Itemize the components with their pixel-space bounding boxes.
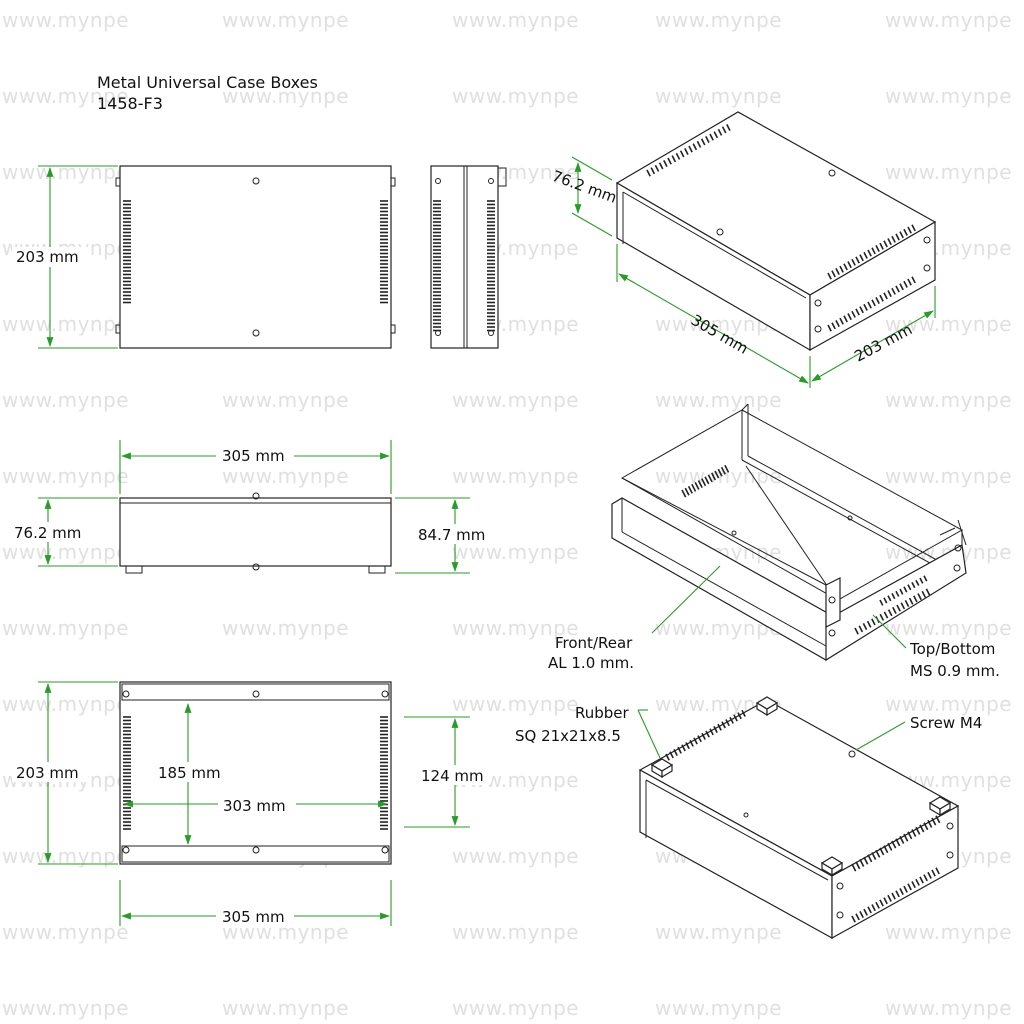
side-length-label: 305 mm <box>222 447 285 465</box>
rubber-callout: Rubber <box>575 704 630 722</box>
watermark-text: www.mynpe <box>885 920 1013 944</box>
watermark-text: www.mynpe <box>885 692 1013 716</box>
vent-slots <box>433 200 441 332</box>
iso-view-bottom: Rubber SQ 21x21x8.5 Screw M4 <box>515 696 982 940</box>
vent-slots <box>851 815 941 872</box>
watermark-text: www.mynpe <box>655 8 783 32</box>
screw-icon <box>252 177 260 185</box>
rubber-foot-icon <box>650 758 674 779</box>
vent-slots <box>123 716 131 830</box>
watermark-text: www.mynpe <box>885 616 1013 640</box>
iso-view-exploded: Front/Rear AL 1.0 mm. Top/Bottom MS 0.9 … <box>548 403 1000 680</box>
screw-icon <box>848 750 856 758</box>
watermark-text: www.mynpe <box>885 84 1013 108</box>
watermark-text: www.mynpe <box>2 920 130 944</box>
vent-slots <box>854 588 931 635</box>
watermark-text: www.mynpe <box>452 388 580 412</box>
front-rear-callout: Front/Rear <box>555 634 633 652</box>
rubber-foot-icon <box>928 796 952 817</box>
vent-slots <box>380 200 388 304</box>
watermark-text: www.mynpe <box>452 84 580 108</box>
watermark-text: www.mynpe <box>452 996 580 1020</box>
watermark-text: www.mynpe <box>2 84 130 108</box>
watermark-text: www.mynpe <box>2 616 130 640</box>
panel-height-label: 124 mm <box>421 767 484 785</box>
watermark-text: www.mynpe <box>2 464 130 488</box>
part-number: 1458-F3 <box>97 94 163 113</box>
watermark-text: www.mynpe <box>2 312 130 336</box>
side-view: 305 mm 76.2 mm 84.7 mm <box>12 440 494 574</box>
inner-height-label: 185 mm <box>158 764 221 782</box>
vent-slots <box>681 464 730 498</box>
top-length-label: 305 mm <box>222 908 285 926</box>
iso-depth-label: 76.2 mm <box>550 167 619 207</box>
top-view: 203 mm 185 mm 303 mm 124 mm 305 mm <box>12 681 490 926</box>
vent-slots <box>123 200 131 304</box>
watermark-text: www.mynpe <box>2 540 130 564</box>
watermark-text: www.mynpe <box>885 996 1013 1020</box>
watermark-text: www.mynpe <box>885 160 1013 184</box>
vent-slots <box>827 224 916 280</box>
front-view: 203 mm <box>12 165 396 349</box>
watermark-text: www.mynpe <box>452 920 580 944</box>
watermark-text: www.mynpe <box>885 464 1013 488</box>
top-bottom-callout: Top/Bottom <box>909 640 995 658</box>
watermark-text: www.mynpe <box>222 616 350 640</box>
watermark-text: www.mynpe <box>222 388 350 412</box>
watermark-text: www.mynpe <box>452 464 580 488</box>
watermark-text: www.mynpe <box>222 464 350 488</box>
top-bottom-material: MS 0.9 mm. <box>910 662 1000 680</box>
screw-callout: Screw M4 <box>910 714 982 732</box>
watermark-text: www.mynpe <box>655 84 783 108</box>
vent-slots <box>487 200 495 332</box>
iso-length-label: 305 mm <box>688 311 751 358</box>
rubber-foot-icon <box>820 856 844 877</box>
watermark-text: www.mynpe <box>885 388 1013 412</box>
vent-slots <box>851 867 940 923</box>
rubber-foot-icon <box>755 696 779 717</box>
watermark-text: www.mynpe <box>2 692 130 716</box>
side-height-label: 76.2 mm <box>14 524 81 542</box>
front-rear-material: AL 1.0 mm. <box>548 654 634 672</box>
rubber-size: SQ 21x21x8.5 <box>515 727 621 745</box>
watermark-text: www.mynpe <box>2 160 130 184</box>
watermark-text: www.mynpe <box>222 8 350 32</box>
end-view <box>430 165 507 349</box>
vent-slots <box>380 716 388 830</box>
iso-width-label: 203 mm <box>851 320 915 365</box>
watermark-text: www.mynpe <box>655 920 783 944</box>
iso-view-assembled: 76.2 mm 305 mm 203 mm <box>550 111 937 388</box>
watermark-text: www.mynpe <box>222 84 350 108</box>
watermark-text: www.mynpe <box>2 996 130 1020</box>
front-height-label: 203 mm <box>16 248 79 266</box>
watermark-text: www.mynpe <box>2 8 130 32</box>
diagram-title: Metal Universal Case Boxes <box>97 73 318 92</box>
feet-height-label: 84.7 mm <box>418 526 485 544</box>
vent-slots <box>665 709 746 761</box>
watermark-text: www.mynpe <box>452 8 580 32</box>
watermark-text: www.mynpe <box>222 996 350 1020</box>
inner-length-label: 303 mm <box>223 797 286 815</box>
watermark-text: www.mynpe <box>655 388 783 412</box>
screw-icon <box>252 329 260 337</box>
watermark-text: www.mynpe <box>885 8 1013 32</box>
top-height-label: 203 mm <box>16 764 79 782</box>
watermark-text: www.mynpe <box>452 844 580 868</box>
vent-slots <box>646 124 731 177</box>
watermark-text: www.mynpe <box>655 996 783 1020</box>
vent-slots <box>879 575 928 606</box>
watermark-text: www.mynpe <box>452 616 580 640</box>
watermark-text: www.mynpe <box>2 388 130 412</box>
watermark-text: www.mynpe <box>452 692 580 716</box>
